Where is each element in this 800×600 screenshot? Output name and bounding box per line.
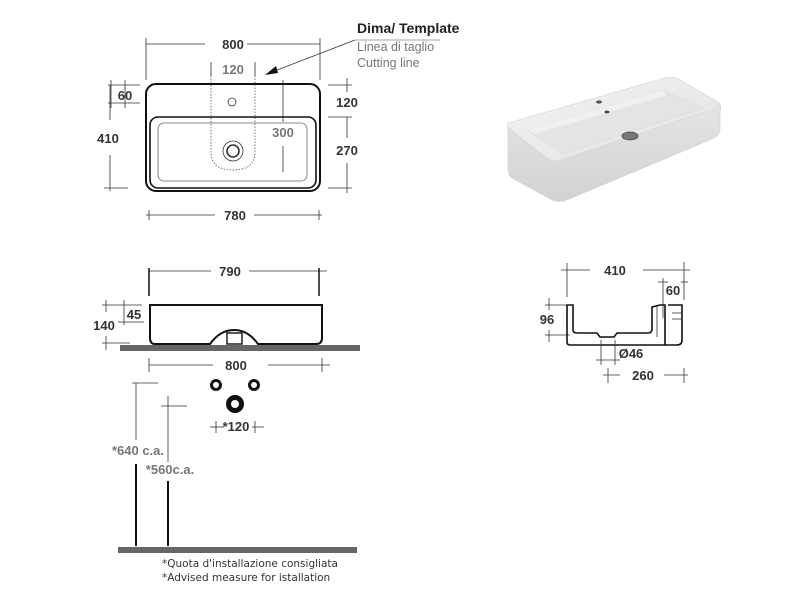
tap-hole xyxy=(227,97,237,107)
basin-section xyxy=(566,304,666,346)
fixing-hole-left xyxy=(210,379,222,391)
basin-outline-top xyxy=(145,83,321,192)
drain-front xyxy=(226,332,243,345)
dim-410-side: 410 xyxy=(604,263,626,278)
arrow-icon xyxy=(265,66,278,75)
dim-270: 270 xyxy=(336,143,358,158)
fixing-hole-right xyxy=(248,379,260,391)
drain-render xyxy=(621,131,639,141)
drain-inner xyxy=(226,144,240,158)
basin-front-outline xyxy=(149,304,323,345)
dim-60: 60 xyxy=(118,88,132,103)
dim-800-top: 800 xyxy=(222,37,244,52)
dim-410-top: 410 xyxy=(97,131,119,146)
top-view: 800 120 60 410 120 270 300 780 xyxy=(97,37,440,223)
dim-790: 790 xyxy=(219,264,241,279)
template-title: Dima/ Template xyxy=(357,20,460,36)
bowl-interior xyxy=(527,89,705,155)
tap-hole-render xyxy=(596,100,602,104)
dim-60-side: 60 xyxy=(666,283,680,298)
dim-96: 96 xyxy=(540,312,554,327)
dim-140: 140 xyxy=(93,318,115,333)
template-line1: Linea di taglio xyxy=(357,40,434,54)
floor xyxy=(118,547,357,553)
dim-560: *560c.a. xyxy=(146,462,194,477)
dim-120-ledge: 120 xyxy=(336,95,358,110)
dim-120-fixings: *120 xyxy=(223,419,250,434)
template-dotted-outline xyxy=(210,70,256,171)
product-render xyxy=(507,77,721,202)
bowl-inner-line xyxy=(157,122,308,182)
drain-outer xyxy=(222,140,244,162)
dim-640: *640 c.a. xyxy=(112,443,164,458)
dim-800-front: 800 xyxy=(225,358,247,373)
front-view: 790 140 45 800 *120 *640 c.a. *560c.a. xyxy=(93,264,360,553)
template-line2: Cutting line xyxy=(357,56,420,70)
countertop xyxy=(120,345,360,351)
waste-hole xyxy=(226,395,244,413)
dim-780: 780 xyxy=(224,208,246,223)
overflow-render xyxy=(604,110,610,114)
dim-260: 260 xyxy=(632,368,654,383)
bowl-outline-top xyxy=(149,116,317,189)
note-italian: *Quota d'installazione consigliata xyxy=(162,558,338,570)
side-view: 410 60 96 Ø46 260 xyxy=(540,262,690,383)
note-english: *Advised measure for istallation xyxy=(162,572,330,584)
dim-45: 45 xyxy=(127,307,141,322)
dim-diameter-46: Ø46 xyxy=(619,346,644,361)
dim-120-tap: 120 xyxy=(222,62,244,77)
dim-300: 300 xyxy=(272,125,294,140)
